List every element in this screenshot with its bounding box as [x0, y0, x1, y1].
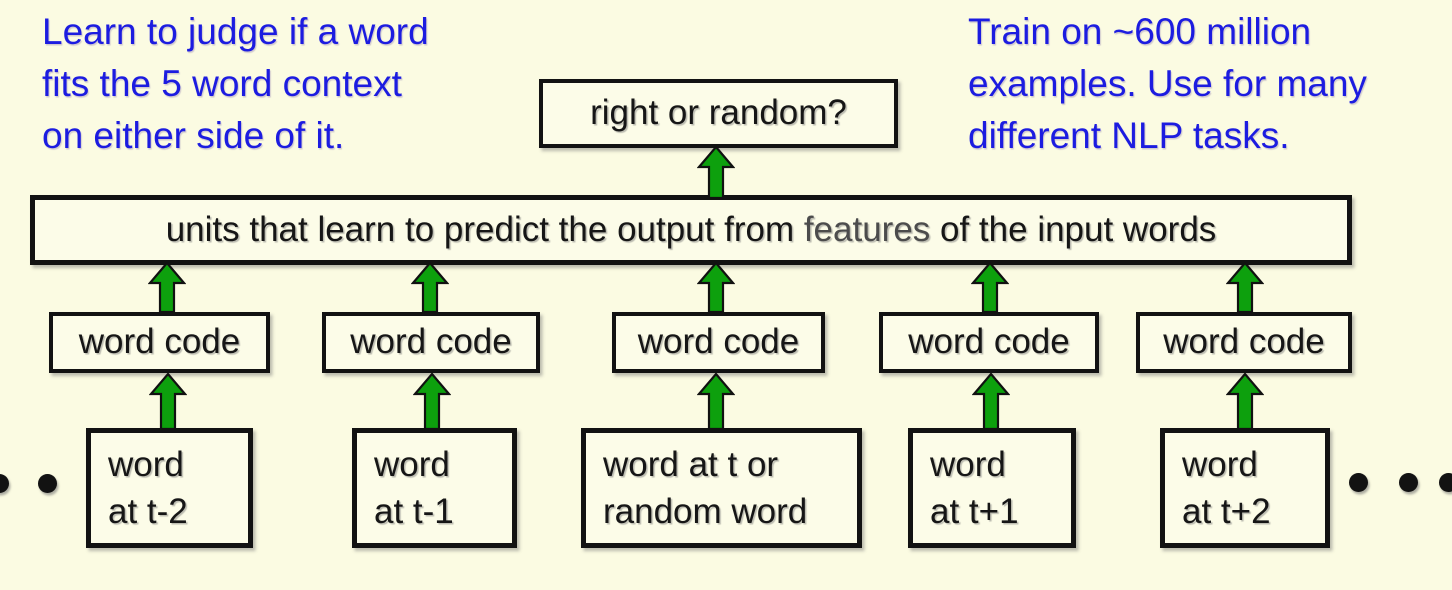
up-arrow-icon: [971, 262, 1009, 313]
input-box-line-1: word: [1182, 445, 1258, 484]
up-arrow-icon: [1226, 262, 1264, 313]
ellipsis-dot-icon: [38, 474, 57, 493]
word-code-label: word code: [350, 322, 512, 361]
word-code-label: word code: [637, 322, 800, 361]
word-code-label: word code: [78, 322, 241, 361]
note-right-line-2: examples. Use for many: [968, 63, 1367, 104]
hidden-units-text-emphasis: features: [803, 210, 931, 249]
up-arrow-icon: [148, 262, 186, 313]
note-left-line-2: fits the 5 word context: [42, 63, 402, 104]
note-right-line-3: different NLP tasks.: [968, 115, 1290, 156]
up-arrow-icon: [697, 373, 735, 430]
ellipsis-dot-icon: [1399, 473, 1418, 492]
input-box-line-2: random word: [603, 492, 808, 531]
word-code-box-1: word code: [49, 312, 270, 373]
input-box-line-2: at t-2: [108, 492, 188, 531]
input-box-line-2: at t-1: [374, 492, 454, 531]
hidden-units-box: units that learn to predict the output f…: [30, 195, 1352, 265]
word-code-box-4: word code: [879, 312, 1099, 373]
input-box-line-2: at t+1: [930, 492, 1019, 531]
up-arrow-icon: [411, 262, 449, 313]
up-arrow-icon: [697, 262, 735, 313]
up-arrow-icon: [149, 373, 187, 430]
input-box-word-t-minus-1: word at t-1: [352, 428, 517, 548]
ellipsis-dot-icon: [0, 474, 9, 493]
up-arrow-icon: [413, 373, 451, 430]
input-box-line-1: word: [374, 445, 450, 484]
word-code-label: word code: [1163, 322, 1325, 361]
input-box-word-t-or-random: word at t or random word: [581, 428, 862, 548]
up-arrow-icon: [1226, 373, 1264, 430]
word-code-box-5: word code: [1136, 312, 1352, 373]
word-code-label: word code: [908, 322, 1070, 361]
output-box: right or random?: [539, 79, 898, 148]
input-box-line-2: at t+2: [1182, 492, 1271, 531]
note-right-line-1: Train on ~600 million: [968, 11, 1312, 52]
ellipsis-dot-icon: [1349, 473, 1368, 492]
output-box-label: right or random?: [590, 93, 847, 132]
input-box-word-t-plus-2: word at t+2: [1160, 428, 1330, 548]
note-right: Train on ~600 million examples. Use for …: [968, 6, 1367, 162]
ellipsis-dot-icon: [1439, 473, 1452, 492]
up-arrow-icon: [972, 373, 1010, 430]
input-box-line-1: word: [108, 445, 184, 484]
word-code-box-3: word code: [612, 312, 825, 373]
note-left: Learn to judge if a word fits the 5 word…: [42, 6, 429, 162]
note-left-line-1: Learn to judge if a word: [42, 11, 429, 52]
word-code-box-2: word code: [322, 312, 540, 373]
input-box-word-t-minus-2: word at t-2: [86, 428, 253, 548]
up-arrow-icon: [697, 146, 735, 199]
hidden-units-text-before: units that learn to predict the output f…: [165, 210, 804, 249]
hidden-units-text-after: of the input words: [930, 210, 1217, 249]
input-box-line-1: word at t or: [603, 445, 779, 484]
input-box-word-t-plus-1: word at t+1: [908, 428, 1076, 548]
note-left-line-3: on either side of it.: [42, 115, 345, 156]
input-box-line-1: word: [930, 445, 1006, 484]
